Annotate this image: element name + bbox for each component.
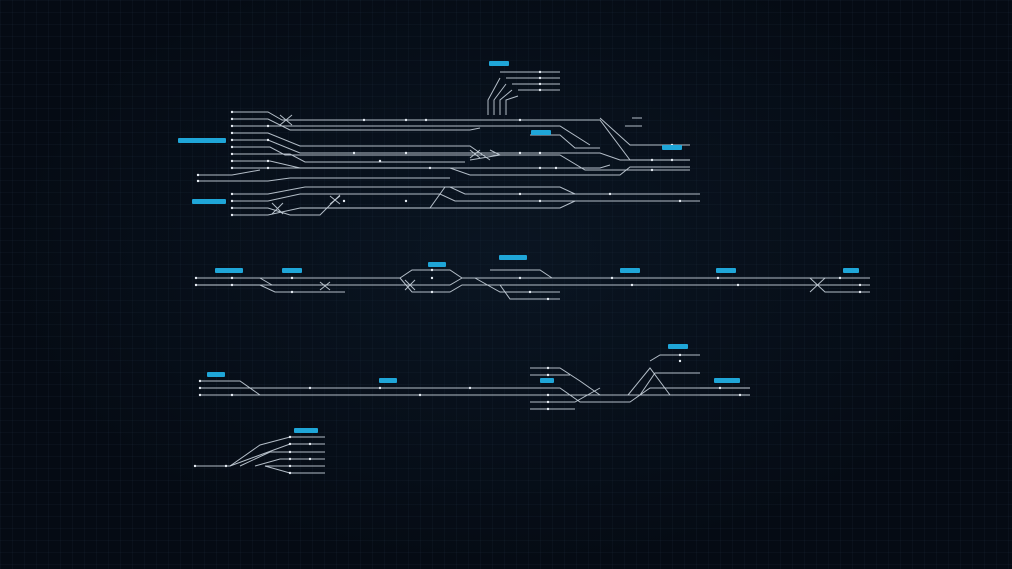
- track-group-lower: [200, 354, 750, 410]
- station-markers-upper: [196, 70, 682, 217]
- station-label-junction-b[interactable]: [662, 145, 682, 150]
- station-label-line3-d[interactable]: [668, 344, 688, 349]
- station-label-line2-d[interactable]: [499, 255, 527, 260]
- station-label-line2-c[interactable]: [428, 262, 446, 267]
- track-group-branch: [195, 436, 325, 474]
- station-label-line2-b[interactable]: [282, 268, 302, 273]
- track-group-middle: [196, 269, 870, 300]
- station-label-yard-south[interactable]: [192, 199, 226, 204]
- station-markers-lower: [198, 353, 742, 411]
- station-label-line2-e[interactable]: [620, 268, 640, 273]
- station-label-line3-c[interactable]: [540, 378, 554, 383]
- station-label-line2-f[interactable]: [716, 268, 736, 273]
- station-label-line2-g[interactable]: [843, 268, 859, 273]
- station-markers-branch: [193, 435, 312, 475]
- station-label-line4-a[interactable]: [294, 428, 318, 433]
- station-label-line2-a[interactable]: [215, 268, 243, 273]
- station-label-line3-a[interactable]: [207, 372, 225, 377]
- station-label-yard-west[interactable]: [178, 138, 226, 143]
- station-label-depot-north[interactable]: [489, 61, 509, 66]
- station-label-line3-e[interactable]: [714, 378, 740, 383]
- station-markers-middle: [194, 268, 862, 301]
- station-label-line3-b[interactable]: [379, 378, 397, 383]
- station-label-junction-a[interactable]: [531, 130, 551, 135]
- track-group-upper: [198, 71, 700, 216]
